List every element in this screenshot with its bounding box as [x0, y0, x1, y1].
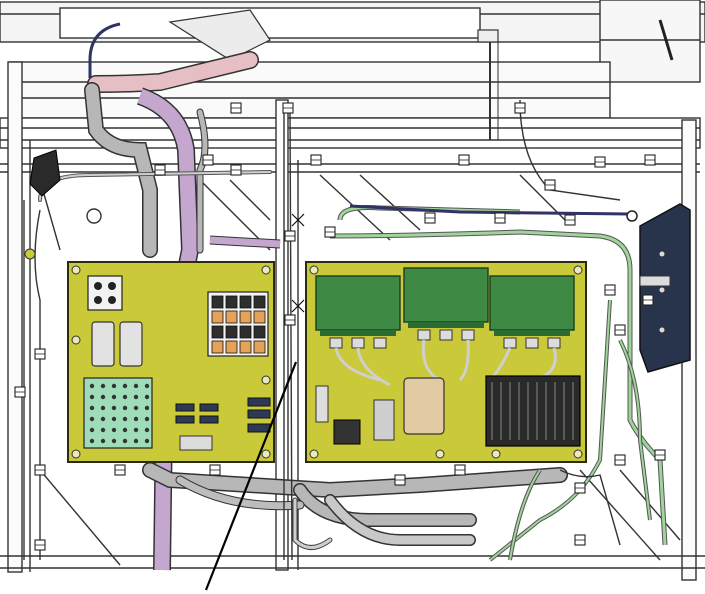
pink-harness: [87, 51, 259, 93]
terminal-block-pins: [89, 383, 150, 444]
cross-marker-icon: [291, 213, 305, 313]
navy-cable: [349, 204, 638, 222]
grey-harness: [38, 82, 568, 550]
heat-sink-fins: [491, 382, 574, 440]
top-connector-bundle: [88, 9, 674, 140]
left-wall-connector: [24, 149, 61, 260]
relay-block: [211, 295, 266, 354]
mounting-clips: [14, 102, 666, 551]
left-electronics-panel: [67, 261, 275, 463]
right-electronics-panel: [305, 261, 587, 463]
thin-wires: [23, 99, 621, 561]
frame: [0, 0, 705, 581]
side-cover-plate: [639, 203, 691, 373]
callout-leader-line-icon: [204, 361, 298, 591]
